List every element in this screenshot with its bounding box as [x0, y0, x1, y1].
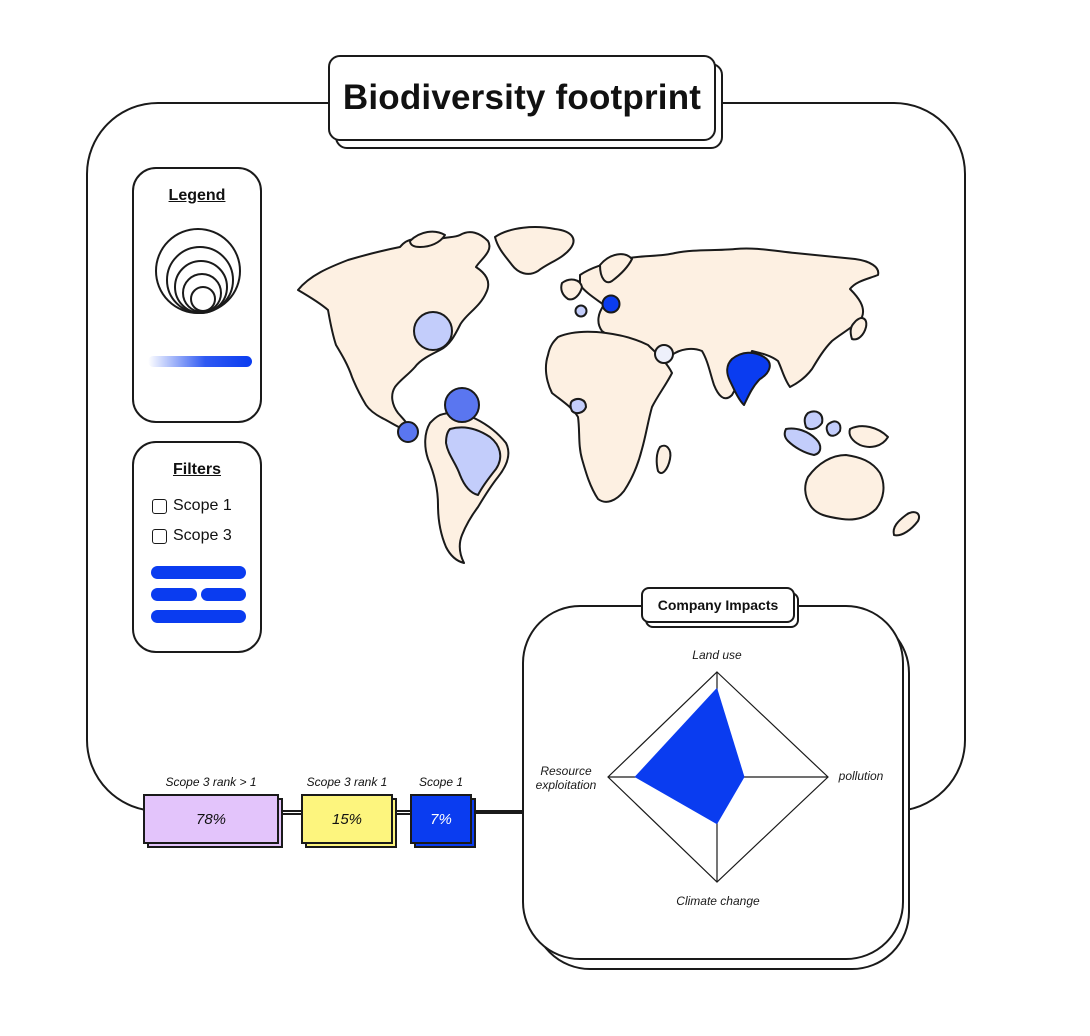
stat-scope1: 7%: [410, 794, 472, 844]
color-scale-gradient: [148, 356, 252, 367]
map-region-arctic-islands: [409, 230, 446, 248]
impact-bubble-usa: [413, 311, 453, 351]
impact-bubble-middle-east: [654, 344, 674, 364]
filter-bar-button[interactable]: [151, 566, 246, 579]
map-region-uk: [560, 278, 583, 301]
scope-1-checkbox[interactable]: [152, 498, 167, 514]
filter-bar-button[interactable]: [151, 610, 246, 623]
map-region-india-highlight: [726, 351, 771, 406]
filter-scope-1[interactable]: Scope 1: [152, 497, 232, 515]
filter-label: Scope 1: [173, 497, 232, 514]
filters-panel: Filters Scope 1 Scope 3: [132, 441, 262, 653]
radar-value-area: [634, 687, 745, 825]
axis-label-resource-exploitation: Resource exploitation: [535, 764, 597, 792]
connector-line: [473, 812, 523, 814]
map-region-madagascar: [655, 444, 672, 475]
stat-scope3-rank1: 15%: [301, 794, 393, 844]
radar-chart: [607, 671, 829, 883]
map-region-borneo-highlight: [803, 410, 824, 431]
axis-label-pollution: pollution: [838, 769, 884, 783]
filter-bar-button[interactable]: [151, 588, 197, 601]
axis-label-climate-change: Climate change: [676, 894, 760, 908]
map-region-japan: [849, 317, 868, 341]
legend-title: Legend: [168, 187, 226, 204]
page-title: Biodiversity footprint: [328, 55, 716, 141]
impact-bubble-europe: [601, 294, 621, 314]
company-impacts-title: Company Impacts: [641, 587, 795, 623]
axis-label-land-use: Land use: [692, 648, 742, 662]
map-region-greenland: [494, 226, 575, 275]
filters-title: Filters: [172, 461, 221, 478]
map-region-new-zealand: [892, 511, 920, 537]
scope-3-checkbox[interactable]: [152, 528, 167, 544]
stat-scope3-rank-gt1: 78%: [143, 794, 279, 844]
circle-size-legend-icon: [155, 228, 241, 314]
stat-label: Scope 3 rank 1: [306, 775, 388, 789]
map-region-africa: [544, 330, 673, 503]
stat-label: Scope 3 rank > 1: [165, 775, 257, 789]
connector-line: [395, 813, 411, 815]
map-region-scandinavia: [599, 253, 633, 284]
map-region-sulawesi-highlight: [825, 420, 842, 437]
impact-bubble-west-europe: [574, 304, 588, 318]
map-region-australia: [804, 454, 885, 521]
legend-panel: Legend: [132, 167, 262, 423]
impact-bubble-central-america: [397, 421, 419, 443]
map-region-central-africa-highlight: [569, 398, 587, 415]
stat-label: Scope 1: [418, 775, 464, 789]
impact-bubble-colombia: [444, 387, 480, 423]
map-region-papua: [848, 425, 889, 448]
filter-scope-3[interactable]: Scope 3: [152, 527, 232, 545]
map-region-indonesia-highlight: [783, 427, 822, 456]
world-map: [297, 226, 920, 564]
filter-bar-button[interactable]: [201, 588, 246, 601]
map-region-brazil-highlight: [445, 426, 502, 496]
filter-label: Scope 3: [173, 527, 232, 544]
